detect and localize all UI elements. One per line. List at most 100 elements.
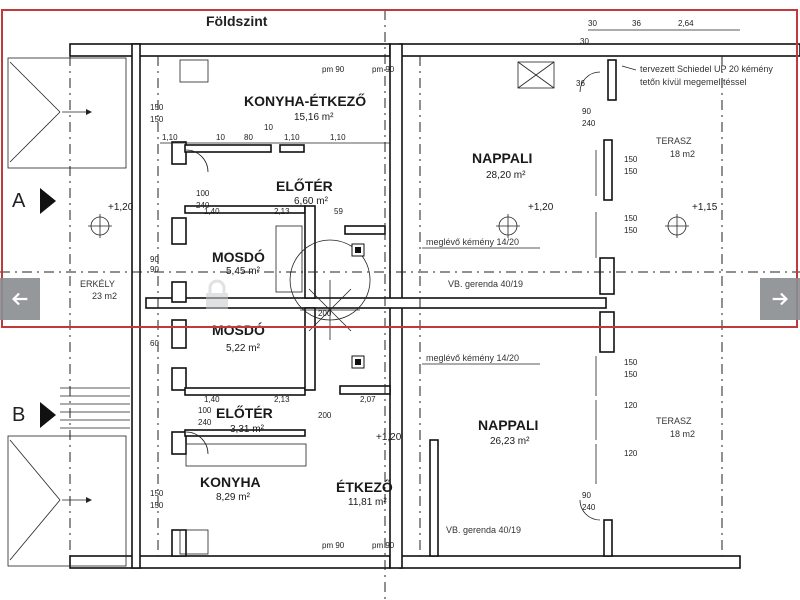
svg-text:120: 120 — [624, 401, 638, 410]
room-eloter-a-area: 6,60 m² — [294, 196, 329, 207]
chimneys — [351, 61, 555, 369]
room-nappali-a: NAPPALI — [472, 150, 532, 166]
room-erkely: ERKÉLY — [80, 279, 115, 289]
svg-text:240: 240 — [582, 119, 596, 128]
room-nappali-a-area: 28,20 m² — [486, 170, 526, 181]
level-b: +1,20 — [376, 432, 402, 443]
svg-text:150: 150 — [624, 370, 638, 379]
plan-title: Földszint — [206, 13, 268, 29]
svg-text:2,13: 2,13 — [274, 395, 290, 404]
room-eloter-b: ELŐTÉR — [216, 404, 273, 421]
svg-text:200: 200 — [318, 309, 332, 318]
room-terasz-b: TERASZ — [656, 416, 692, 426]
note-beam-b: VB. gerenda 40/19 — [446, 525, 521, 535]
dimensions: 30 36 2,64 30 36 1,10 10 80 10 1,10 1,10… — [150, 19, 740, 550]
room-mosdo-b-area: 5,22 m² — [226, 343, 261, 354]
room-mosdo-a-area: 5,45 m² — [226, 266, 261, 277]
svg-text:1,10: 1,10 — [284, 133, 300, 142]
svg-text:59: 59 — [334, 207, 343, 216]
svg-text:10: 10 — [216, 133, 225, 142]
note-beam-a: VB. gerenda 40/19 — [448, 279, 523, 289]
svg-text:120: 120 — [624, 449, 638, 458]
note-chimney-existing-b: meglévő kémény 14/20 — [426, 353, 519, 363]
svg-text:100: 100 — [196, 189, 210, 198]
room-nappali-b-area: 26,23 m² — [490, 436, 530, 447]
svg-text:2,13: 2,13 — [274, 207, 290, 216]
svg-text:150: 150 — [624, 167, 638, 176]
svg-text:150: 150 — [624, 226, 638, 235]
section-marker-b: B — [12, 402, 56, 428]
room-konyha-b: KONYHA — [200, 474, 261, 490]
svg-text:pm 90: pm 90 — [372, 65, 395, 74]
room-etkezo-b: ÉTKEZŐ — [336, 478, 393, 495]
svg-text:1,40: 1,40 — [204, 395, 220, 404]
svg-text:1,40: 1,40 — [204, 207, 220, 216]
section-marker-a: A — [12, 188, 56, 214]
note-chimney-planned-2: tetőn kívül megemelítéssel — [640, 77, 747, 87]
axis-lines — [0, 10, 800, 600]
svg-text:200: 200 — [318, 411, 332, 420]
note-chimney-existing-a: meglévő kémény 14/20 — [426, 237, 519, 247]
room-konyha-etkezo: KONYHA-ÉTKEZŐ — [244, 92, 366, 109]
svg-text:90: 90 — [150, 255, 159, 264]
svg-text:A: A — [12, 190, 26, 212]
room-mosdo-b: MOSDÓ — [212, 321, 265, 338]
svg-text:150: 150 — [624, 155, 638, 164]
balcony-stairs — [7, 57, 130, 567]
svg-text:150: 150 — [150, 115, 164, 124]
walls — [69, 43, 800, 569]
room-eloter-a: ELŐTÉR — [276, 177, 333, 194]
level-a-left: +1,20 — [108, 202, 134, 213]
next-image-button[interactable] — [760, 278, 800, 320]
note-chimney-planned-1: tervezett Schiedel UP 20 kémény — [640, 64, 773, 74]
room-etkezo-b-area: 11,81 m² — [348, 497, 387, 508]
svg-text:240: 240 — [196, 201, 210, 210]
room-terasz-b-area: 18 m2 — [670, 429, 695, 439]
svg-text:36: 36 — [576, 79, 585, 88]
svg-text:2,64: 2,64 — [678, 19, 694, 28]
svg-text:pm 90: pm 90 — [322, 541, 345, 550]
spiral-stair — [289, 239, 371, 340]
room-terasz-a-area: 18 m2 — [670, 149, 695, 159]
svg-text:240: 240 — [198, 418, 212, 427]
svg-text:90: 90 — [582, 491, 591, 500]
svg-text:30: 30 — [588, 19, 597, 28]
level-marker — [496, 214, 520, 238]
svg-text:60: 60 — [150, 339, 159, 348]
svg-text:2,07: 2,07 — [360, 395, 376, 404]
svg-text:150: 150 — [624, 214, 638, 223]
svg-text:90: 90 — [582, 107, 591, 116]
svg-text:240: 240 — [582, 503, 596, 512]
svg-text:150: 150 — [150, 103, 164, 112]
svg-text:100: 100 — [198, 406, 212, 415]
svg-text:1,10: 1,10 — [330, 133, 346, 142]
level-marker — [665, 214, 689, 238]
svg-text:B: B — [12, 404, 25, 426]
openings — [179, 59, 601, 555]
room-konyha-b-area: 8,29 m² — [216, 492, 251, 503]
level-marker — [88, 214, 112, 238]
room-konyha-etkezo-area: 15,16 m² — [294, 112, 334, 123]
room-erkely-area: 23 m2 — [92, 291, 117, 301]
room-eloter-b-area: 3,31 m² — [230, 424, 265, 435]
previous-image-button[interactable] — [0, 278, 40, 320]
svg-text:80: 80 — [244, 133, 253, 142]
svg-text:150: 150 — [150, 489, 164, 498]
svg-text:pm 90: pm 90 — [372, 541, 395, 550]
room-terasz-a: TERASZ — [656, 136, 692, 146]
svg-text:36: 36 — [632, 19, 641, 28]
arrow-right-icon — [772, 292, 788, 306]
svg-text:150: 150 — [150, 501, 164, 510]
level-a-middle: +1,20 — [528, 202, 554, 213]
svg-text:10: 10 — [264, 123, 273, 132]
svg-text:150: 150 — [624, 358, 638, 367]
svg-text:1,10: 1,10 — [162, 133, 178, 142]
room-nappali-b: NAPPALI — [478, 417, 538, 433]
svg-text:90: 90 — [150, 265, 159, 274]
level-a-right: +1,15 — [692, 202, 718, 213]
arrow-left-icon — [12, 292, 28, 306]
level-markers — [88, 214, 689, 238]
room-mosdo-a: MOSDÓ — [212, 248, 265, 265]
svg-text:30: 30 — [580, 37, 589, 46]
